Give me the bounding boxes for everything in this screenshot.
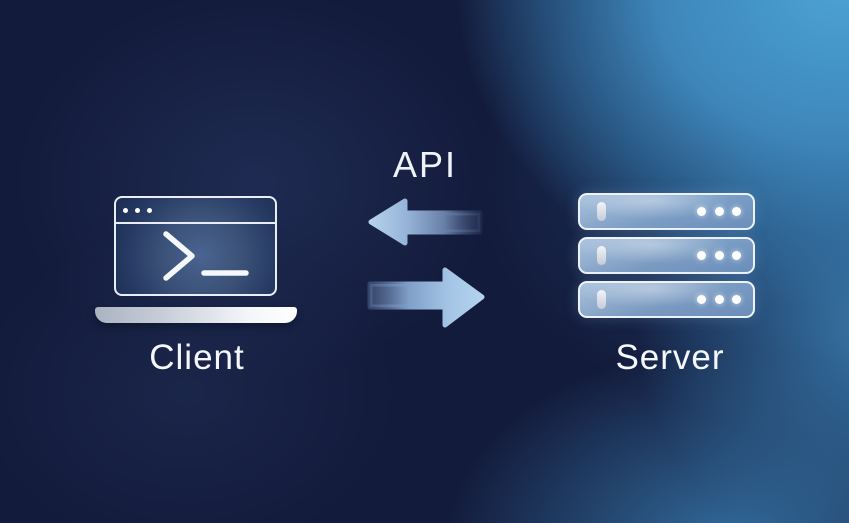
client-terminal-window-icon [114, 196, 277, 296]
client-label: Client [149, 338, 245, 377]
api-exchange-arrows [367, 198, 485, 328]
server-led-icon [697, 207, 706, 216]
window-dot-icon [147, 208, 152, 213]
terminal-prompt-icon [163, 231, 249, 281]
server-label: Server [615, 338, 725, 377]
arrow-right-icon [367, 267, 485, 328]
server-rack-unit [578, 193, 755, 230]
server-led-icon [715, 251, 724, 260]
arrow-left-icon [368, 198, 483, 246]
server-slot-icon [597, 290, 606, 309]
server-led-icon [732, 251, 741, 260]
server-led-icon [697, 251, 706, 260]
window-titlebar-divider [116, 222, 275, 224]
api-label: API [392, 144, 458, 185]
window-dot-icon [135, 208, 140, 213]
server-led-icon [715, 207, 724, 216]
server-led-icon [732, 207, 741, 216]
server-slot-icon [597, 246, 606, 265]
server-led-icon [697, 295, 706, 304]
server-led-icon [715, 295, 724, 304]
window-dot-icon [123, 208, 128, 213]
server-slot-icon [597, 202, 606, 221]
server-rack-unit [578, 237, 755, 274]
server-rack-unit [578, 281, 755, 318]
server-led-icon [732, 295, 741, 304]
laptop-base-icon [95, 307, 297, 323]
